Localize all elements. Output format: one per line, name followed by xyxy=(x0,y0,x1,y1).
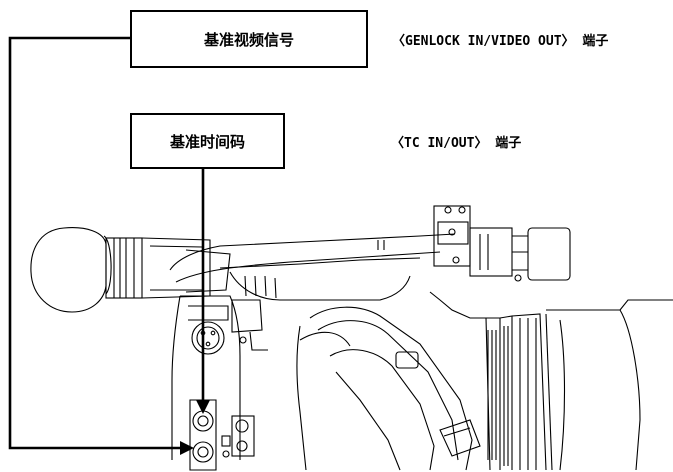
callout-arrows xyxy=(8,36,205,450)
camera-body-drawing xyxy=(30,205,673,471)
arrowheads xyxy=(180,400,210,455)
label-genlock-terminal: 〈GENLOCK IN/VIDEO OUT〉 端子 xyxy=(392,34,609,49)
box-tc-signal: 基准时间码 xyxy=(130,113,285,169)
label-tc-terminal: 〈TC IN/OUT〉 端子 xyxy=(391,136,522,151)
tc-arrowhead xyxy=(196,400,210,414)
genlock-arrowhead xyxy=(180,441,194,455)
box-genlock-signal: 基准视频信号 xyxy=(130,10,368,68)
genlock-connector-line xyxy=(8,36,182,450)
